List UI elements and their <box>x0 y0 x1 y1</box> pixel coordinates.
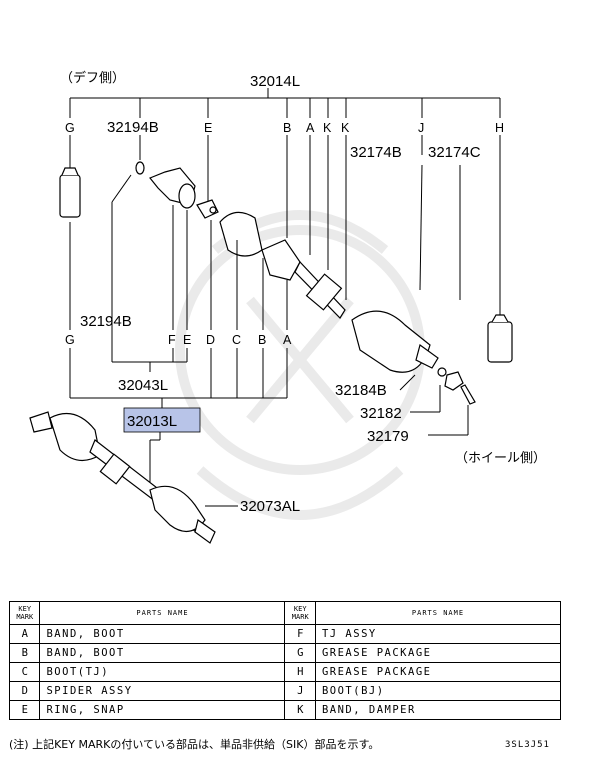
table-row: D SPIDER ASSY J BOOT(BJ) <box>8 681 562 701</box>
name-cell: GREASE PACKAGE <box>314 643 562 663</box>
key-cell: G <box>284 643 316 663</box>
grease-package-left <box>59 174 81 218</box>
diff-side-label: （デフ側） <box>60 70 125 86</box>
part-number-32182: 32182 <box>360 405 402 422</box>
key-header-line1: KEY <box>18 605 32 613</box>
wheel-side-label: （ホイール側） <box>455 451 546 466</box>
damper <box>305 273 343 311</box>
key-cell: B <box>8 643 41 663</box>
key-b-top: B <box>283 121 291 135</box>
key-g-top: G <box>65 121 75 135</box>
key-e-top: E <box>204 121 212 135</box>
inner-stub <box>29 411 53 433</box>
name-cell: SPIDER ASSY <box>39 681 286 701</box>
table-row: E RING, SNAP K BAND, DAMPER <box>8 700 562 720</box>
table-row: B BAND, BOOT G GREASE PACKAGE <box>8 643 562 663</box>
key-header-line2-2: MARK <box>291 613 309 621</box>
key-b-bottom: B <box>258 333 266 347</box>
lower-bracket-lines <box>69 174 469 507</box>
bj-boot <box>351 310 431 373</box>
name-cell: TJ ASSY <box>314 624 562 644</box>
outer-stub <box>194 519 216 544</box>
key-cell: H <box>284 662 316 682</box>
snap-ring <box>209 206 217 214</box>
key-cell: J <box>284 681 316 701</box>
parts-diagram: （デフ側） （ホイール側） 32014L G 32194B E B A K K … <box>29 70 546 544</box>
part-number-32194B-bottom: 32194B <box>80 313 132 330</box>
key-cell: A <box>8 624 41 644</box>
name-cell: BAND, DAMPER <box>314 700 562 720</box>
key-g-bottom: G <box>65 333 75 347</box>
nut <box>444 371 464 391</box>
parts-name-header-2: PARTS NAME <box>314 601 562 625</box>
name-cell: GREASE PACKAGE <box>314 662 562 682</box>
shaft-damper <box>99 453 131 485</box>
key-h-top: H <box>495 121 504 135</box>
key-d-bottom: D <box>206 333 215 347</box>
washer-ring <box>437 367 447 377</box>
name-cell: BAND, BOOT <box>39 643 286 663</box>
bj-stub <box>415 344 439 369</box>
highlight-box-32013L <box>123 407 201 433</box>
part-number-32043L: 32043L <box>118 377 168 394</box>
key-a-bottom: A <box>283 333 292 347</box>
part-number-32014L: 32014L <box>250 73 300 90</box>
split-pin <box>460 384 476 405</box>
tj-cup <box>178 183 196 209</box>
name-cell: BAND, BOOT <box>39 624 286 644</box>
table-row: A BAND, BOOT F TJ ASSY <box>8 624 562 644</box>
bj-flange <box>261 239 301 281</box>
key-cell: E <box>8 700 41 720</box>
grease-cap-right <box>491 314 509 323</box>
assembled-shaft <box>29 411 216 544</box>
key-header-line1-2: KEY <box>293 605 307 613</box>
part-number-32073AL: 32073AL <box>240 498 300 515</box>
top-bracket-lines <box>69 88 501 315</box>
grease-package-right <box>487 321 513 363</box>
key-header-line2: MARK <box>16 613 34 621</box>
key-cell: K <box>284 700 316 720</box>
key-cell: D <box>8 681 41 701</box>
name-cell: BOOT(TJ) <box>39 662 286 682</box>
grease-cap-left <box>61 167 79 176</box>
key-cell: F <box>284 624 316 644</box>
key-k-top-1: K <box>323 121 332 135</box>
figure-code: 3SL3J51 <box>505 740 550 750</box>
parts-name-header: PARTS NAME <box>39 601 286 625</box>
part-number-32174C: 32174C <box>428 144 481 161</box>
name-cell: BOOT(BJ) <box>314 681 562 701</box>
part-number-32194B-top: 32194B <box>107 119 159 136</box>
table-row: C BOOT(TJ) H GREASE PACKAGE <box>8 662 562 682</box>
part-number-32179: 32179 <box>367 428 409 445</box>
upper-shaft-parts <box>59 161 513 405</box>
key-c-bottom: C <box>232 333 241 347</box>
key-a-top: A <box>306 121 315 135</box>
part-number-32174B: 32174B <box>350 144 402 161</box>
snap-ring-small <box>135 161 145 175</box>
key-e-bottom: E <box>183 333 191 347</box>
key-f-bottom: F <box>168 333 176 347</box>
key-cell: C <box>8 662 41 682</box>
key-k-top-2: K <box>341 121 350 135</box>
key-j-top: J <box>418 121 424 135</box>
name-cell: RING, SNAP <box>39 700 286 720</box>
part-number-32013L[interactable]: 32013L <box>127 413 177 430</box>
outer-boot <box>149 485 206 532</box>
footnote: (注) 上記KEY MARKの付いている部品は、単品非供給（SIK）部品を示す。 <box>9 738 380 751</box>
part-number-32184B: 32184B <box>335 382 387 399</box>
